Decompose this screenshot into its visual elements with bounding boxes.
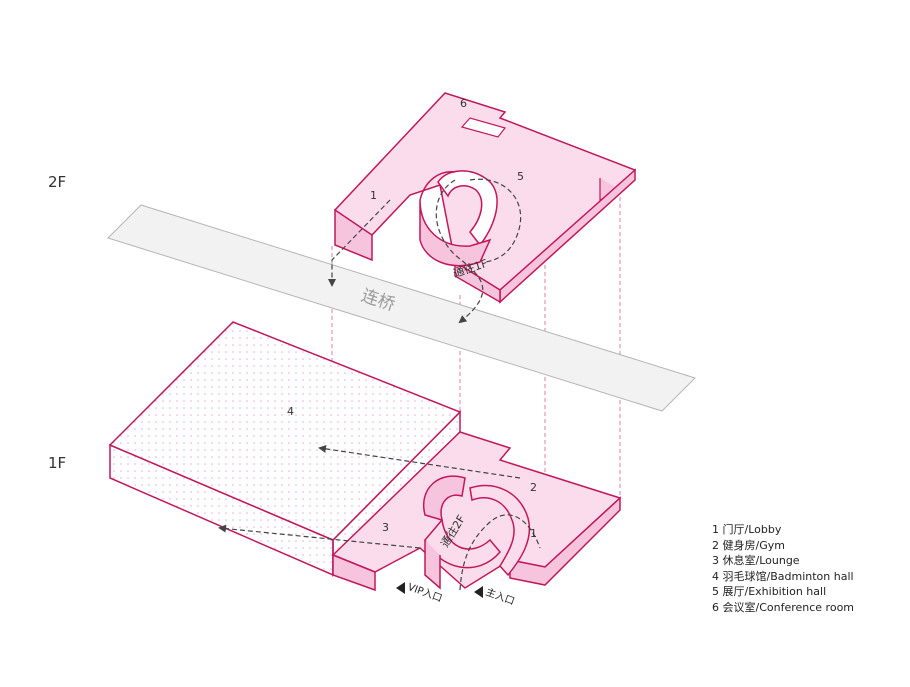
zone-number: 1 xyxy=(370,189,377,202)
entrance-arrow-icon xyxy=(396,582,405,594)
zone-number: 2 xyxy=(530,481,537,494)
second-floor-circulation xyxy=(328,178,522,324)
entrance-label-main: 主入口 xyxy=(484,586,516,608)
zone-number: 3 xyxy=(382,521,389,534)
first-floor-circulation xyxy=(218,444,541,591)
main-entrance: 主入口 xyxy=(474,586,516,608)
first-floor-slab-edge xyxy=(332,553,376,592)
legend: 1 门厅/Lobby 2 健身房/Gym 3 休息室/Lounge 4 羽毛球馆… xyxy=(712,522,854,616)
zone-number: 6 xyxy=(460,97,467,110)
legend-item: 5 展厅/Exhibition hall xyxy=(712,585,827,599)
legend-item: 3 休息室/Lounge xyxy=(712,554,800,568)
zone-number: 5 xyxy=(517,170,524,183)
legend-item: 4 羽毛球馆/Badminton hall xyxy=(712,569,854,583)
bridge: 连桥 xyxy=(107,204,696,412)
floor-label-1f: 1F xyxy=(48,454,66,472)
zone-number: 4 xyxy=(287,405,294,418)
entrance-arrow-icon xyxy=(474,586,483,598)
first-floor-volume: 通往2F xyxy=(108,321,622,592)
zone-number: 1 xyxy=(530,527,537,540)
second-floor-volume: 通往1F xyxy=(328,92,637,324)
floor-label-2f: 2F xyxy=(48,173,66,191)
legend-item: 1 门厅/Lobby xyxy=(712,523,782,536)
first-floor-spiral-stair: 通往2F xyxy=(422,475,531,590)
legend-item: 6 会议室/Conference room xyxy=(712,600,855,614)
legend-item: 2 健身房/Gym xyxy=(712,538,785,552)
